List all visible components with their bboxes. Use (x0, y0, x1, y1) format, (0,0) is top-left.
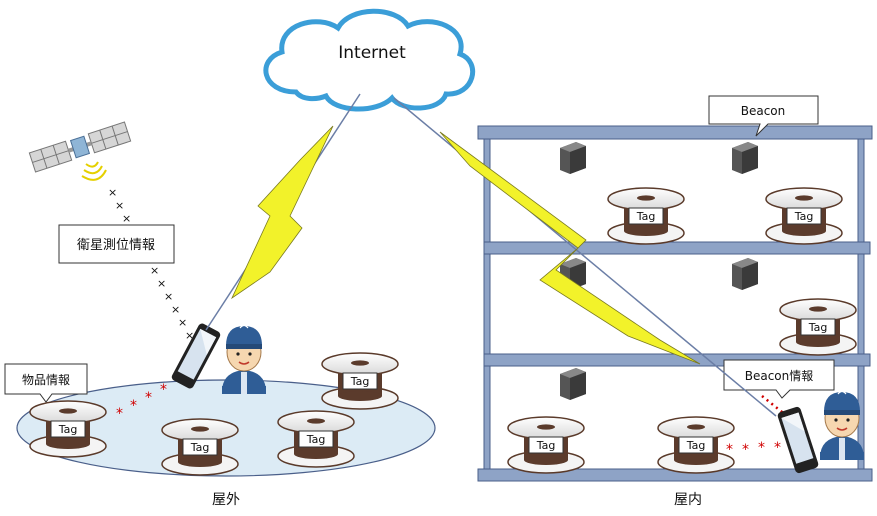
beacon-callout: Beacon (708, 95, 819, 137)
tag-label: Tag (306, 433, 326, 446)
satellite-signal-marks: × × × × × × × × × (108, 186, 194, 342)
svg-text:×: × (122, 212, 131, 225)
outdoor-read-marks: * * * * (116, 382, 167, 422)
link-indoor (393, 97, 777, 417)
satellite-info-label: 衛星測位情報 (77, 238, 155, 253)
svg-text:*: * (726, 442, 733, 458)
svg-text:×: × (108, 186, 117, 199)
svg-text:*: * (774, 440, 781, 456)
beacon-device-4 (732, 258, 758, 290)
svg-text:*: * (130, 398, 137, 414)
internet-label: Internet (338, 43, 406, 63)
indoor-phone-icon (776, 405, 820, 475)
satellite-icon (28, 121, 132, 181)
reel-outdoor-1: Tag (29, 400, 107, 458)
svg-text:*: * (160, 382, 167, 398)
svg-text:×: × (115, 199, 124, 212)
link-outdoor (205, 93, 361, 331)
beacon-device-1 (560, 142, 586, 174)
internet-cloud: Internet (263, 8, 476, 112)
reel-indoor-1: Tag (607, 187, 685, 245)
reel-indoor-2: Tag (765, 187, 843, 245)
indoor-label: 屋内 (674, 492, 702, 508)
svg-text:*: * (758, 440, 765, 456)
svg-text:×: × (178, 316, 187, 329)
beacon-device-2 (732, 142, 758, 174)
outdoor-label: 屋外 (212, 492, 240, 508)
tag-label: Tag (636, 210, 656, 223)
reel-indoor-4: Tag (507, 416, 585, 474)
beacon-info-callout: Beacon情報 (723, 359, 835, 399)
reel-indoor-3: Tag (779, 298, 857, 356)
svg-text:*: * (116, 406, 123, 422)
tag-label: Tag (536, 439, 556, 452)
svg-text:×: × (185, 329, 194, 342)
svg-text:×: × (150, 264, 159, 277)
reel-indoor-5: Tag (657, 416, 735, 474)
tag-label: Tag (808, 321, 828, 334)
tag-label: Tag (686, 439, 706, 452)
beacon-device-5 (560, 368, 586, 400)
tag-label: Tag (794, 210, 814, 223)
tag-label: Tag (350, 375, 370, 388)
reel-outdoor-4: Tag (321, 352, 399, 410)
svg-text:*: * (145, 390, 152, 406)
beacon-label: Beacon (741, 104, 786, 118)
svg-text:×: × (164, 290, 173, 303)
outdoor-worker-icon (221, 324, 267, 395)
svg-text:×: × (171, 303, 180, 316)
indoor-worker-icon (819, 390, 865, 461)
svg-text:*: * (742, 442, 749, 458)
item-info-callout: 物品情報 (4, 363, 88, 403)
tag-label: Tag (58, 423, 78, 436)
item-info-label: 物品情報 (22, 373, 70, 387)
beacon-info-label: Beacon情報 (745, 369, 814, 383)
tag-label: Tag (190, 441, 210, 454)
svg-text:×: × (157, 277, 166, 290)
indoor-shelf: 屋内 (477, 125, 873, 508)
lightning-indoor-icon (439, 131, 701, 365)
lightning-outdoor-icon (231, 125, 334, 300)
reel-outdoor-2: Tag (161, 418, 239, 476)
satellite-info-callout: 衛星測位情報 (58, 224, 175, 264)
reel-outdoor-3: Tag (277, 410, 355, 468)
